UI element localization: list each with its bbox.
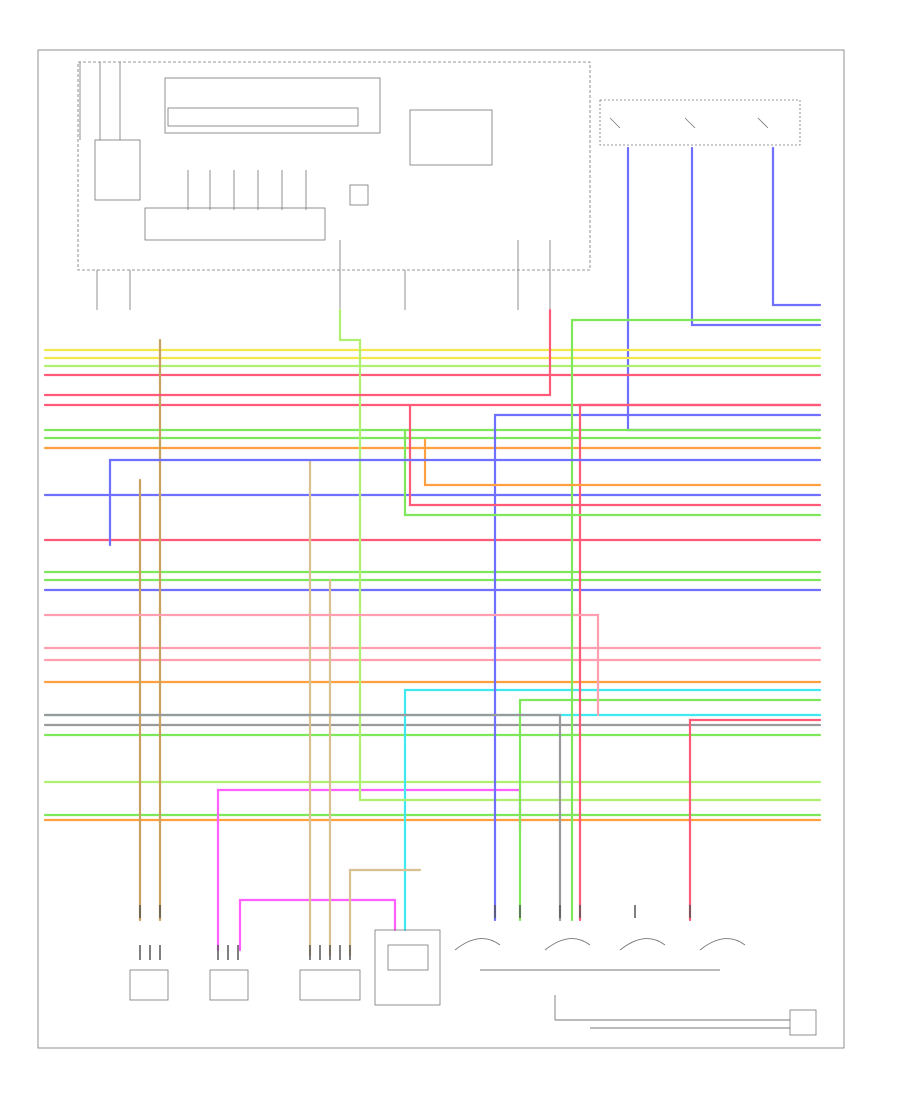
wire-v-red-lower bbox=[578, 403, 822, 922]
ground-box bbox=[789, 1009, 817, 1036]
inner-module-row bbox=[167, 107, 359, 127]
wire-v-blue-left bbox=[108, 458, 822, 547]
component-3-box bbox=[299, 969, 361, 1001]
bottom-switch-arcs bbox=[454, 938, 790, 1029]
wire-v-green-long bbox=[338, 308, 822, 802]
wire-v-blue-3 bbox=[771, 146, 822, 307]
wire-v-blue-lower bbox=[493, 413, 822, 922]
wire-v-green-right bbox=[570, 318, 822, 922]
connector-stubs bbox=[79, 62, 551, 310]
wire-v-magenta-2 bbox=[238, 898, 397, 952]
wire-v-blue-1 bbox=[626, 146, 822, 432]
component-1-box bbox=[129, 969, 169, 1001]
outer-frame bbox=[37, 49, 845, 1049]
switch-group-box bbox=[599, 99, 801, 146]
wire-v-tan-3 bbox=[348, 868, 422, 957]
wire-v-pink-lower bbox=[43, 613, 600, 717]
switch-symbols bbox=[609, 117, 769, 129]
wire-v-gray-right bbox=[43, 713, 562, 922]
component-connectors bbox=[139, 905, 691, 960]
mid-switch-box bbox=[349, 184, 369, 206]
wire-v-red-right bbox=[688, 718, 822, 922]
wire-v-green-mid bbox=[403, 428, 822, 517]
wire-v-orange-mid bbox=[423, 438, 822, 487]
wire-v-red-mid bbox=[408, 403, 822, 507]
control-unit-box bbox=[77, 61, 591, 271]
inner-module-box bbox=[164, 77, 381, 134]
wire-bus bbox=[43, 348, 822, 822]
wire-v-cyan bbox=[403, 688, 822, 932]
wire-v-red-top bbox=[43, 308, 552, 397]
component-4-box bbox=[374, 929, 441, 1006]
left-module-box bbox=[94, 139, 141, 201]
inner-module-lower bbox=[144, 207, 326, 241]
sub-module-box bbox=[409, 109, 493, 166]
component-2-box bbox=[209, 969, 249, 1001]
wire-v-blue-2 bbox=[690, 146, 822, 327]
wire-v-green-lower bbox=[518, 698, 822, 922]
component-4-inner bbox=[387, 944, 429, 971]
